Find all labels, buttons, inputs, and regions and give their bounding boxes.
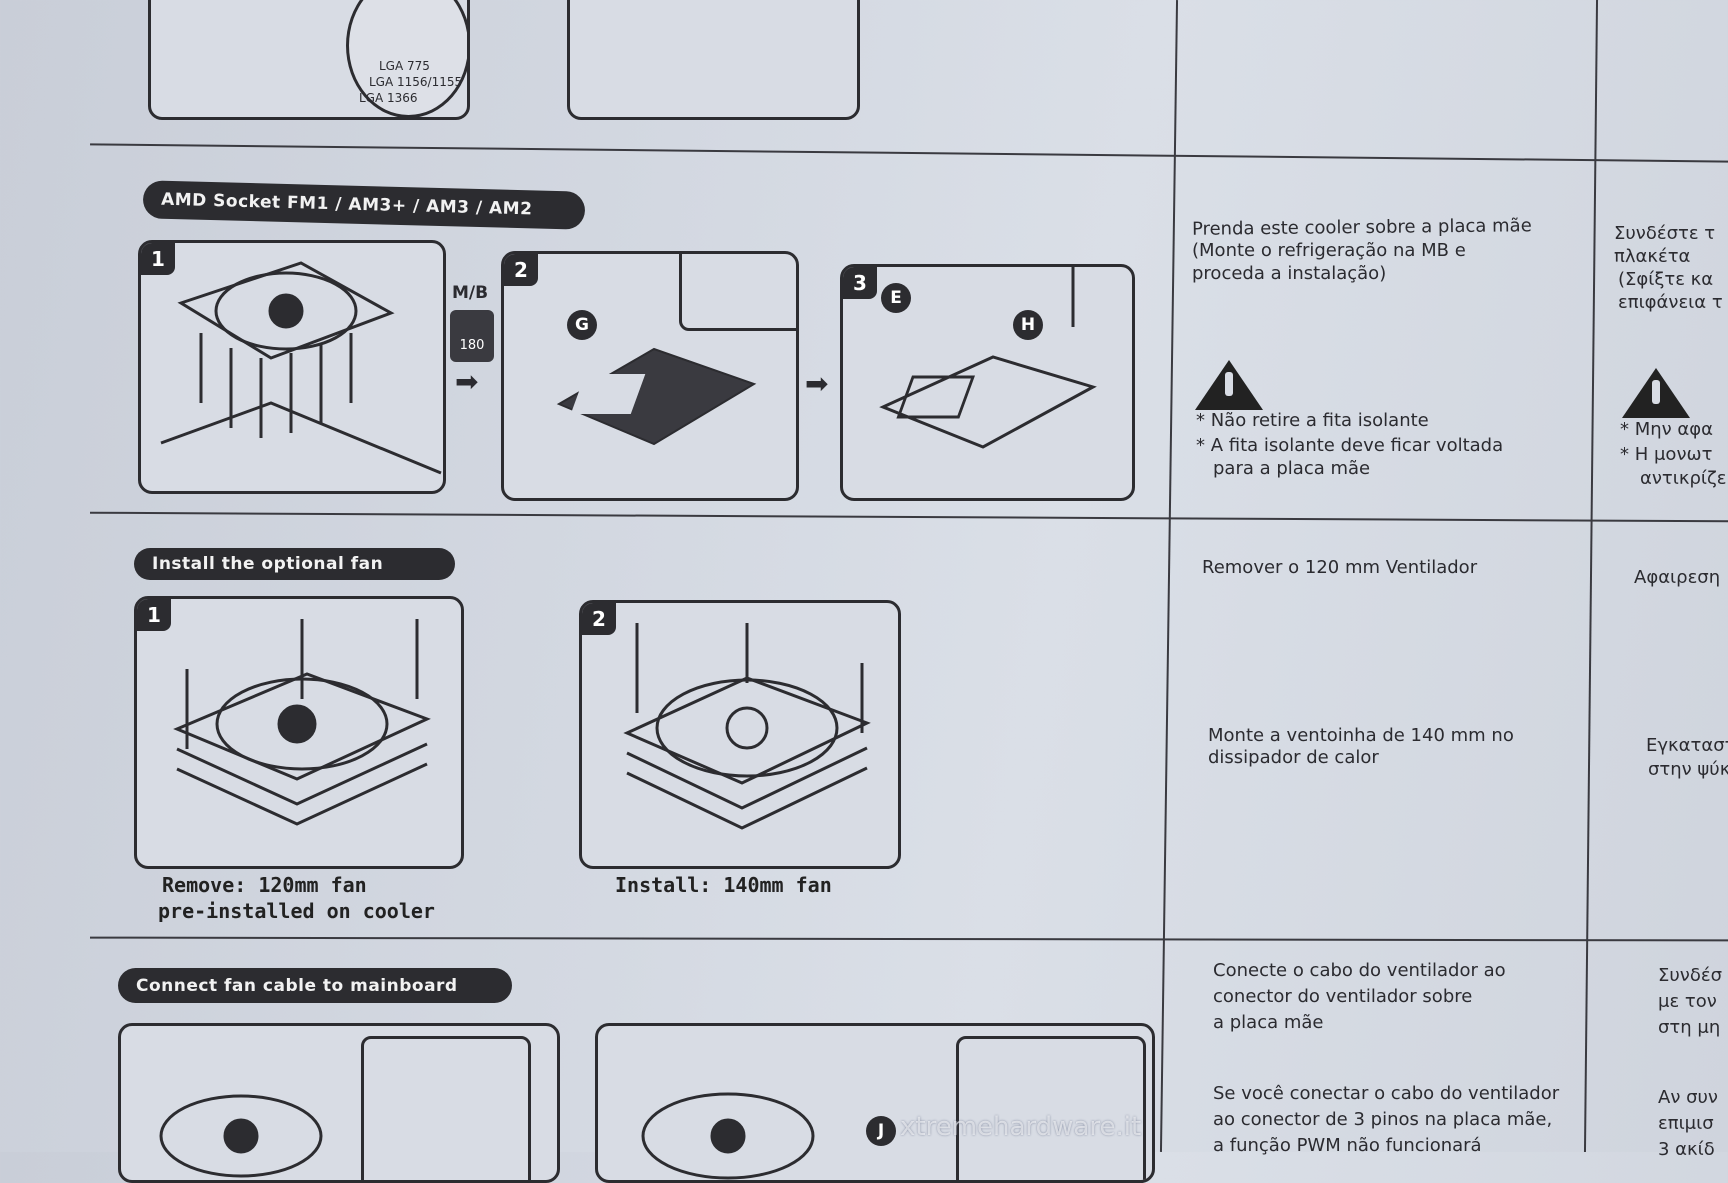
remove-caption: pre-installed on cooler: [158, 899, 435, 923]
column-divider-1: [1159, 0, 1179, 1152]
section-banner-amd: AMD Socket FM1 / AM3+ / AM3 / AM2: [142, 180, 586, 230]
amd-pt-line: (Monte o refrigeração na MB e: [1192, 240, 1466, 261]
mainboard-inset: [956, 1036, 1146, 1180]
amd-step-2-panel: 2 G: [501, 251, 799, 501]
cooler-illustration: [160, 261, 442, 475]
amd-gr-line: πλακέτα: [1614, 246, 1691, 267]
cable-gr-line: Αν συν: [1658, 1087, 1718, 1108]
install-caption: Install: 140mm fan: [615, 873, 832, 897]
amd-pt-warning: para a placa mãe: [1213, 458, 1371, 479]
cable-step-panel: J: [595, 1023, 1155, 1183]
mainboard-inset: [361, 1036, 531, 1180]
amd-gr-line: επιφάνεια τ: [1618, 292, 1723, 313]
socket-label: LGA 775: [379, 59, 430, 73]
step-number: 3: [843, 267, 877, 299]
amd-step-1-panel: 1: [138, 240, 446, 494]
cable-pt-line: a função PWM não funcionará: [1213, 1135, 1482, 1156]
fan-gr-install: Εγκαταστ: [1646, 735, 1728, 756]
step-number: 1: [137, 599, 171, 631]
amd-gr-line: Συνδέστε τ: [1614, 223, 1716, 244]
install-fan-illustration: [623, 623, 871, 830]
socket-label: LGA 1156/1155: [369, 75, 463, 89]
remove-fan-illustration: [173, 619, 431, 826]
cable-gr-line: με τον: [1658, 991, 1717, 1012]
intel-step-panel: LGA 775 LGA 1156/1155 LGA 1366: [148, 0, 470, 120]
cable-illustration: [641, 1092, 815, 1180]
remove-caption: Remove: 120mm fan: [162, 873, 367, 897]
cable-gr-line: 3 ακίδ: [1658, 1139, 1715, 1160]
cable-step-panel: [118, 1023, 560, 1183]
amd-pt-line: Prenda este cooler sobre a placa mãe: [1191, 215, 1532, 240]
step-number: 1: [141, 243, 175, 275]
cable-pt-line: Se você conectar o cabo do ventilador: [1213, 1083, 1560, 1104]
part-letter-e: E: [881, 283, 911, 313]
cable-pt-line: a placa mãe: [1213, 1012, 1324, 1033]
part-letter-j: J: [866, 1116, 896, 1146]
cable-gr-line: Συνδέσ: [1658, 965, 1722, 986]
divider-fan: [89, 936, 1728, 942]
arrow-right-icon: ➡: [455, 365, 479, 398]
amd-gr-line: (Σφίξτε κα: [1618, 269, 1714, 290]
amd-gr-warning: * Η μονωτ: [1620, 444, 1713, 465]
socket-magnifier: [346, 0, 467, 117]
part-letter-h: H: [1013, 310, 1043, 340]
cable-gr-line: στη μη: [1658, 1017, 1721, 1038]
warning-icon: [1195, 360, 1263, 410]
column-divider-2: [1583, 0, 1599, 1152]
divider-top: [90, 143, 1728, 163]
watermark: xtremehardware.it: [900, 1112, 1142, 1142]
fan-gr-install: στην ψύκ: [1648, 759, 1728, 780]
amd-step-3-panel: 3 E H: [840, 264, 1135, 501]
step-number: 2: [504, 254, 538, 286]
cable-illustration: [159, 1094, 323, 1178]
fan-gr-remove: Αφαιρεση: [1634, 567, 1721, 588]
cable-pt-line: conector do ventilador sobre: [1213, 986, 1473, 1007]
cable-pt-line: ao conector de 3 pinos na placa mãe,: [1213, 1109, 1553, 1130]
amd-pt-line: proceda a instalação): [1192, 263, 1387, 284]
step-number: 2: [582, 603, 616, 635]
part-letter-g: G: [567, 310, 597, 340]
socket-label: LGA 1366: [359, 91, 418, 105]
arrow-right-icon: ➡: [805, 367, 829, 400]
amd-gr-warning: αντικρίζε: [1640, 468, 1727, 489]
detail-inset: [679, 254, 796, 331]
mb-label: M/B: [452, 283, 489, 303]
rotate-180-icon: 180: [450, 310, 494, 362]
fan-step-1-panel: 1: [134, 596, 464, 869]
section-banner-fan: Install the optional fan: [134, 548, 455, 580]
amd-pt-warning: * Não retire a fita isolante: [1196, 410, 1429, 431]
section-banner-cable: Connect fan cable to mainboard: [118, 968, 512, 1003]
fan-pt-install: dissipador de calor: [1208, 747, 1379, 768]
bracket-illustration: [879, 267, 1097, 449]
cable-pt-line: Conecte o cabo do ventilador ao: [1213, 960, 1506, 981]
fan-step-2-panel: 2: [579, 600, 901, 869]
fan-pt-install: Monte a ventoinha de 140 mm no: [1208, 725, 1514, 746]
cable-gr-line: επιμισ: [1658, 1113, 1714, 1134]
intel-step-panel: [567, 0, 860, 120]
fan-pt-remove: Remover o 120 mm Ventilador: [1202, 557, 1478, 578]
rotate-label: 180: [459, 338, 485, 353]
amd-gr-warning: * Μην αφα: [1620, 419, 1714, 440]
divider-amd: [90, 511, 1728, 523]
backplate-illustration: [556, 347, 757, 446]
amd-pt-warning: * A fita isolante deve ficar voltada: [1196, 435, 1504, 456]
warning-icon: [1622, 368, 1690, 418]
